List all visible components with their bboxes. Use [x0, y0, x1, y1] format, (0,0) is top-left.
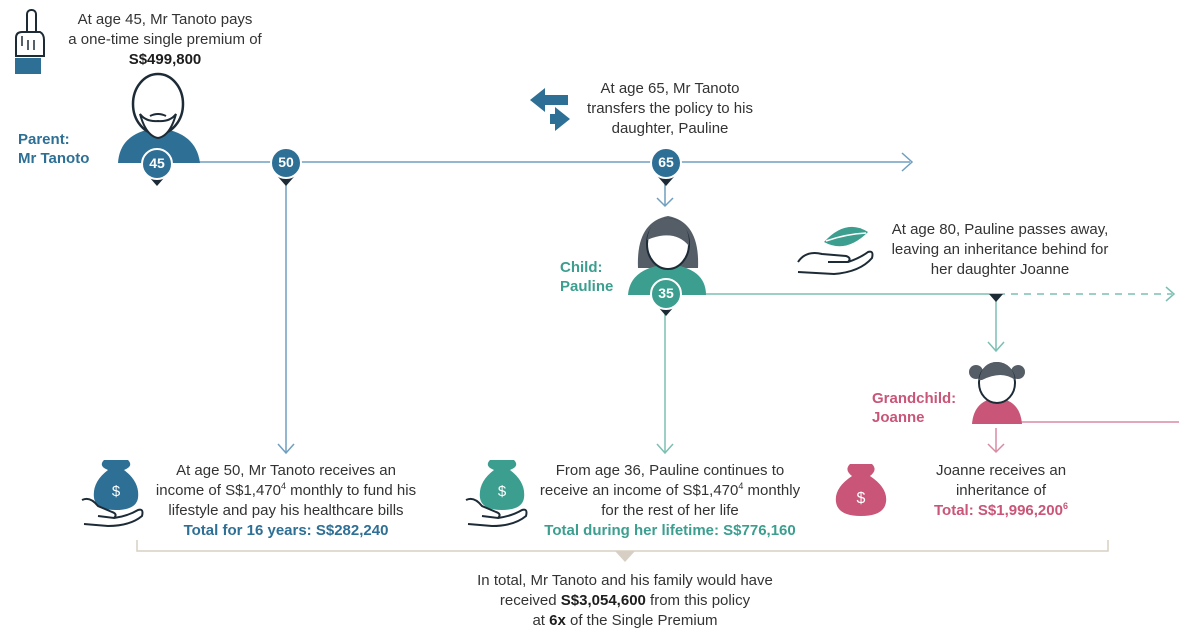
child-income-line2: receive an income of S$1,4704 monthly [515, 481, 825, 501]
child-income-line2-post: monthly [743, 482, 801, 499]
summary-note: In total, Mr Tanoto and his family would… [400, 571, 850, 631]
grandchild-inherit-footnote: 6 [1062, 501, 1068, 511]
child-income-note: From age 36, Pauline continues to receiv… [515, 461, 825, 541]
joanne-connector-arrowhead [987, 443, 1005, 454]
transfer-note-line2: transfers the policy to his [587, 100, 753, 117]
marker-50-label: 50 [278, 154, 294, 170]
summary-line3-pre: at [532, 612, 550, 629]
parent-income-line1: At age 50, Mr Tanoto receives an [176, 462, 396, 479]
grandchild-label-line2: Joanne [872, 409, 925, 426]
premium-note-line1: At age 45, Mr Tanoto pays [77, 11, 253, 28]
transfer-note-line1: At age 65, Mr Tanoto [600, 80, 740, 97]
marker-50 [270, 147, 302, 186]
pointing-hand-icon [15, 9, 45, 74]
summary-line1: In total, Mr Tanoto and his family would… [477, 572, 773, 589]
age65-connector-arrowhead [656, 197, 674, 208]
summary-line2: received S$3,054,600 from this policy [400, 591, 850, 611]
marker-65 [650, 147, 682, 186]
summary-line2-pre: received [499, 592, 561, 609]
joanne-avatar [969, 362, 1025, 424]
pauline-avatar [628, 216, 706, 295]
child-income-footnote: 4 [738, 481, 744, 491]
child-label: Child: Pauline [560, 258, 613, 296]
parent-label-line2: Mr Tanoto [18, 150, 90, 167]
premium-note-line2: a one-time single premium of [68, 31, 262, 48]
parent-timeline-arrowhead [901, 152, 914, 172]
parent-income-line2: income of S$1,4704 monthly to fund his [138, 481, 434, 501]
grandchild-label-line1: Grandchild: [872, 390, 957, 407]
summary-total-amount: S$3,054,600 [560, 592, 646, 609]
transfer-note-line3: daughter, Pauline [611, 120, 729, 137]
leaf-in-hand-icon [797, 226, 874, 276]
svg-text:$: $ [498, 483, 507, 500]
money-bag-icon: $ [81, 460, 144, 528]
marker-35 [650, 278, 682, 316]
money-bag-icon: $ [835, 464, 887, 516]
passing-note: At age 80, Pauline passes away, leaving … [870, 220, 1130, 280]
summary-bracket [136, 540, 1109, 562]
age80-marker [989, 294, 1003, 302]
summary-multiple: 6x [549, 612, 566, 629]
passing-note-line1: At age 80, Pauline passes away, [891, 221, 1109, 238]
marker-65-label: 65 [658, 154, 674, 170]
child-income-line3: for the rest of her life [601, 502, 739, 519]
grandchild-inherit-total: Total: S$1,996,200 [934, 502, 1063, 519]
passing-note-line2: leaving an inheritance behind for [891, 241, 1109, 258]
money-bag-icon: $ [465, 460, 528, 528]
passing-note-line3: her daughter Joanne [930, 261, 1070, 278]
age50-connector-arrowhead [277, 443, 295, 455]
marker-45-label: 45 [149, 155, 165, 171]
grandchild-inherit-line2: inheritance of [955, 482, 1047, 499]
grandchild-label: Grandchild: Joanne [872, 389, 956, 427]
child-label-line1: Child: [560, 259, 603, 276]
summary-line3-post: of the Single Premium [565, 612, 718, 629]
child-label-line2: Pauline [560, 278, 614, 295]
parent-income-note: At age 50, Mr Tanoto receives an income … [138, 461, 434, 541]
parent-income-line2-pre: income of S$1,470 [155, 482, 281, 499]
grandchild-inherit-line1: Joanne receives an [935, 462, 1067, 479]
child-income-line1: From age 36, Pauline continues to [555, 462, 785, 479]
transfer-arrows-icon [530, 88, 570, 131]
age35-connector-arrowhead [656, 443, 674, 455]
parent-income-line2-post: monthly to fund his [286, 482, 417, 499]
parent-avatar [118, 72, 200, 163]
parent-label: Parent: Mr Tanoto [18, 130, 89, 168]
premium-note: At age 45, Mr Tanoto pays a one-time sin… [45, 10, 285, 70]
marker-35-label: 35 [658, 285, 674, 301]
marker-45 [141, 148, 173, 186]
child-income-line2-pre: receive an income of S$1,470 [539, 482, 739, 499]
svg-text:$: $ [112, 483, 121, 500]
grandchild-inherit-total-line: Total: S$1,996,2006 [906, 501, 1096, 521]
child-timeline-arrowhead [1165, 286, 1176, 302]
summary-line3: at 6x of the Single Premium [400, 611, 850, 631]
summary-line2-post: from this policy [645, 592, 751, 609]
age80-connector-arrowhead [987, 341, 1005, 353]
parent-income-footnote: 4 [281, 481, 287, 491]
grandchild-inherit-note: Joanne receives an inheritance of Total:… [906, 461, 1096, 521]
premium-amount: S$499,800 [128, 51, 202, 68]
child-income-total: Total during her lifetime: S$776,160 [544, 522, 796, 539]
svg-text:$: $ [857, 490, 866, 507]
parent-label-line1: Parent: [18, 131, 70, 148]
parent-income-line3: lifestyle and pay his healthcare bills [168, 502, 404, 519]
parent-income-total: Total for 16 years: S$282,240 [183, 522, 389, 539]
transfer-note: At age 65, Mr Tanoto transfers the polic… [570, 79, 770, 139]
